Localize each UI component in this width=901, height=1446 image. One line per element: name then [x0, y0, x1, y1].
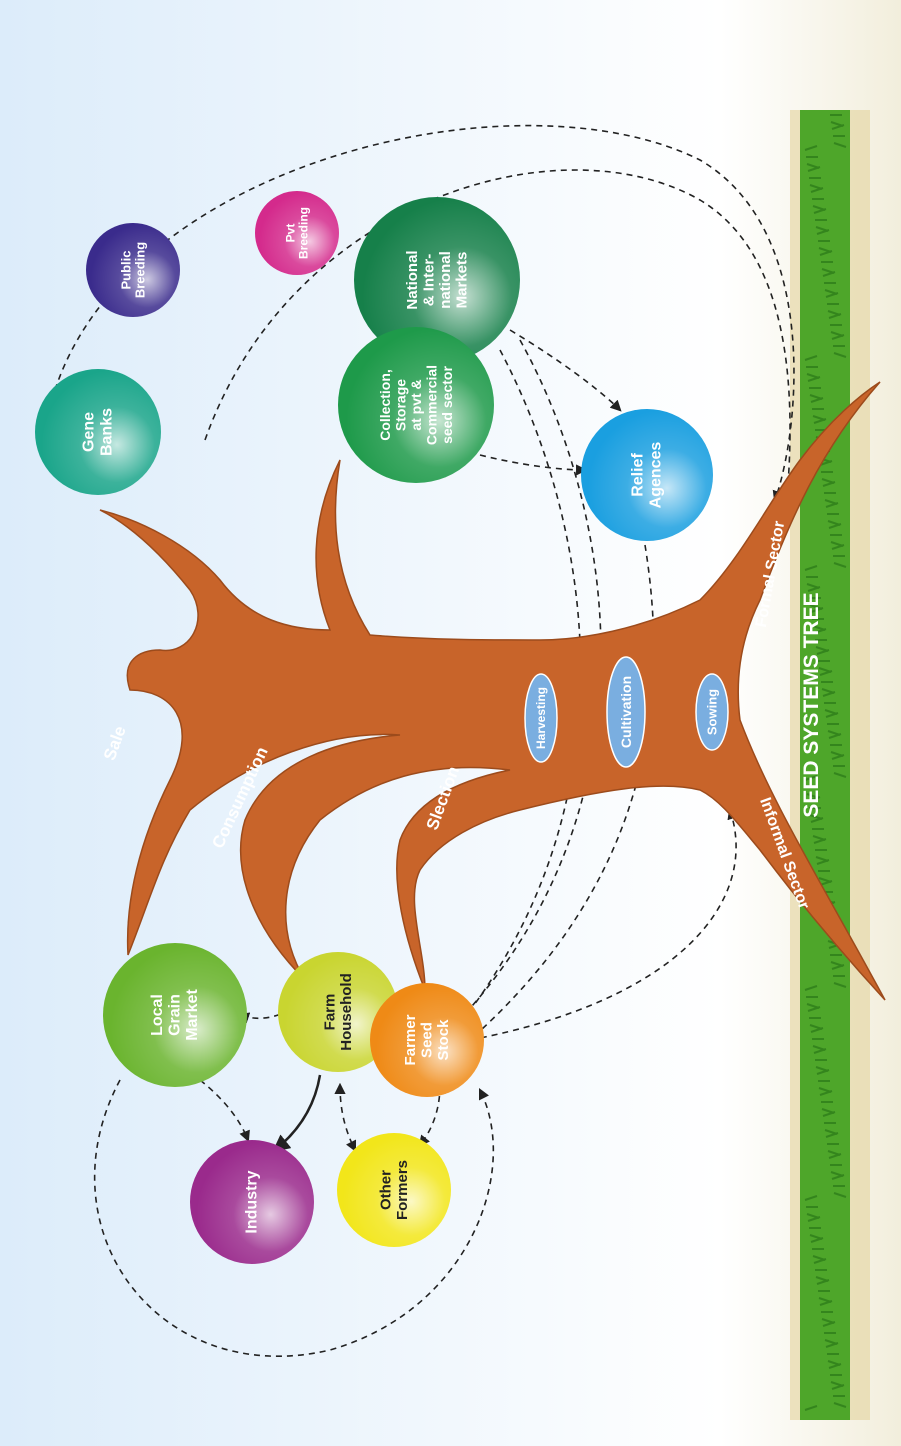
node-label: PvtBreeding [283, 207, 310, 259]
node-highlight [278, 952, 398, 1072]
node-label-line: national [437, 251, 454, 309]
node-label-line: Pvt [283, 224, 297, 243]
node-label: PublicBreeding [118, 242, 147, 298]
node-label-line: Local [149, 994, 166, 1036]
node-label-line: Agences [647, 442, 664, 509]
node-farm-household: FarmHousehold [278, 952, 398, 1072]
node-label-line: Other [377, 1170, 394, 1210]
node-label-line: Farm [321, 994, 338, 1031]
node-label: National& Inter-nationalMarkets [404, 250, 471, 309]
node-label-line: Gene [81, 412, 98, 452]
node-highlight [337, 1133, 451, 1247]
node-local-grain-market: LocalGrainMarket [103, 943, 247, 1087]
household-to-industry-arrow [272, 1074, 322, 1153]
node-label: GeneBanks [81, 408, 116, 456]
node-label-line: Formers [394, 1160, 411, 1220]
node-label: FarmerSeedStock [402, 1014, 452, 1065]
node-highlight [370, 983, 484, 1097]
stage-cultivation: Cultivation [606, 656, 646, 768]
node-gene-banks: GeneBanks [35, 369, 161, 495]
node-label-line: & Inter- [420, 254, 437, 307]
node-farmer-seed-stock: FarmerSeedStock [370, 983, 484, 1097]
node-label: LocalGrainMarket [149, 989, 201, 1041]
node-label-line: Seed [419, 1022, 436, 1058]
node-highlight [103, 943, 247, 1087]
node-label: Collection,Storageat pvt &Commercialseed… [377, 365, 455, 445]
node-collection-storage: Collection,Storageat pvt &Commercialseed… [338, 327, 494, 483]
node-label-line: Public [118, 250, 133, 289]
node-highlight [338, 327, 494, 483]
node-other-formers: OtherFormers [337, 1133, 451, 1247]
node-pvt-breeding: PvtBreeding [255, 191, 339, 275]
stage-sowing: Sowing [695, 673, 729, 751]
node-public-breeding: PublicBreeding [86, 223, 180, 317]
stage-label-sowing: Sowing [705, 689, 720, 735]
node-label-line: Commercial [423, 365, 439, 445]
node-label-line: Banks [98, 408, 115, 456]
node-label: OtherFormers [377, 1160, 411, 1220]
node-highlight [354, 197, 520, 363]
node-industry: Industry [190, 1140, 314, 1264]
node-label-line: seed sector [439, 366, 455, 444]
node-highlight [86, 223, 180, 317]
node-label-line: Farmer [402, 1014, 419, 1065]
node-label-line: Collection, [377, 369, 393, 441]
node-highlight [255, 191, 339, 275]
node-relief-agences: ReliefAgences [581, 409, 713, 541]
seed-tree [99, 381, 886, 1001]
node-label-line: Grain [167, 994, 184, 1036]
node-label-line: Household [338, 973, 355, 1051]
diagram-title: SEED SYSTEMS TREE [800, 592, 823, 817]
node-label-line: at pvt & [408, 379, 424, 430]
stage-label-cultivation: Cultivation [618, 676, 634, 748]
node-highlight [35, 369, 161, 495]
node-label-line: Breeding [133, 242, 148, 298]
node-label: FarmHousehold [321, 973, 355, 1051]
node-label-line: Relief [630, 453, 647, 497]
node-label-line: National [404, 250, 421, 309]
node-label: Industry [244, 1170, 261, 1233]
stage-label-harvesting: Harvesting [534, 687, 548, 749]
node-highlight [581, 409, 713, 541]
node-label-line: Breeding [297, 207, 311, 259]
grass-strip [790, 110, 870, 1420]
node-label-line: Stock [435, 1019, 452, 1061]
node-label-line: Market [184, 989, 201, 1041]
node-national-markets: National& Inter-nationalMarkets [354, 197, 520, 363]
node-label-line: Storage [393, 379, 409, 431]
node-label-line: Industry [244, 1170, 261, 1233]
stage-harvesting: Harvesting [524, 673, 558, 763]
node-highlight [190, 1140, 314, 1264]
node-label: ReliefAgences [630, 442, 665, 509]
node-label-line: Markets [453, 252, 470, 309]
